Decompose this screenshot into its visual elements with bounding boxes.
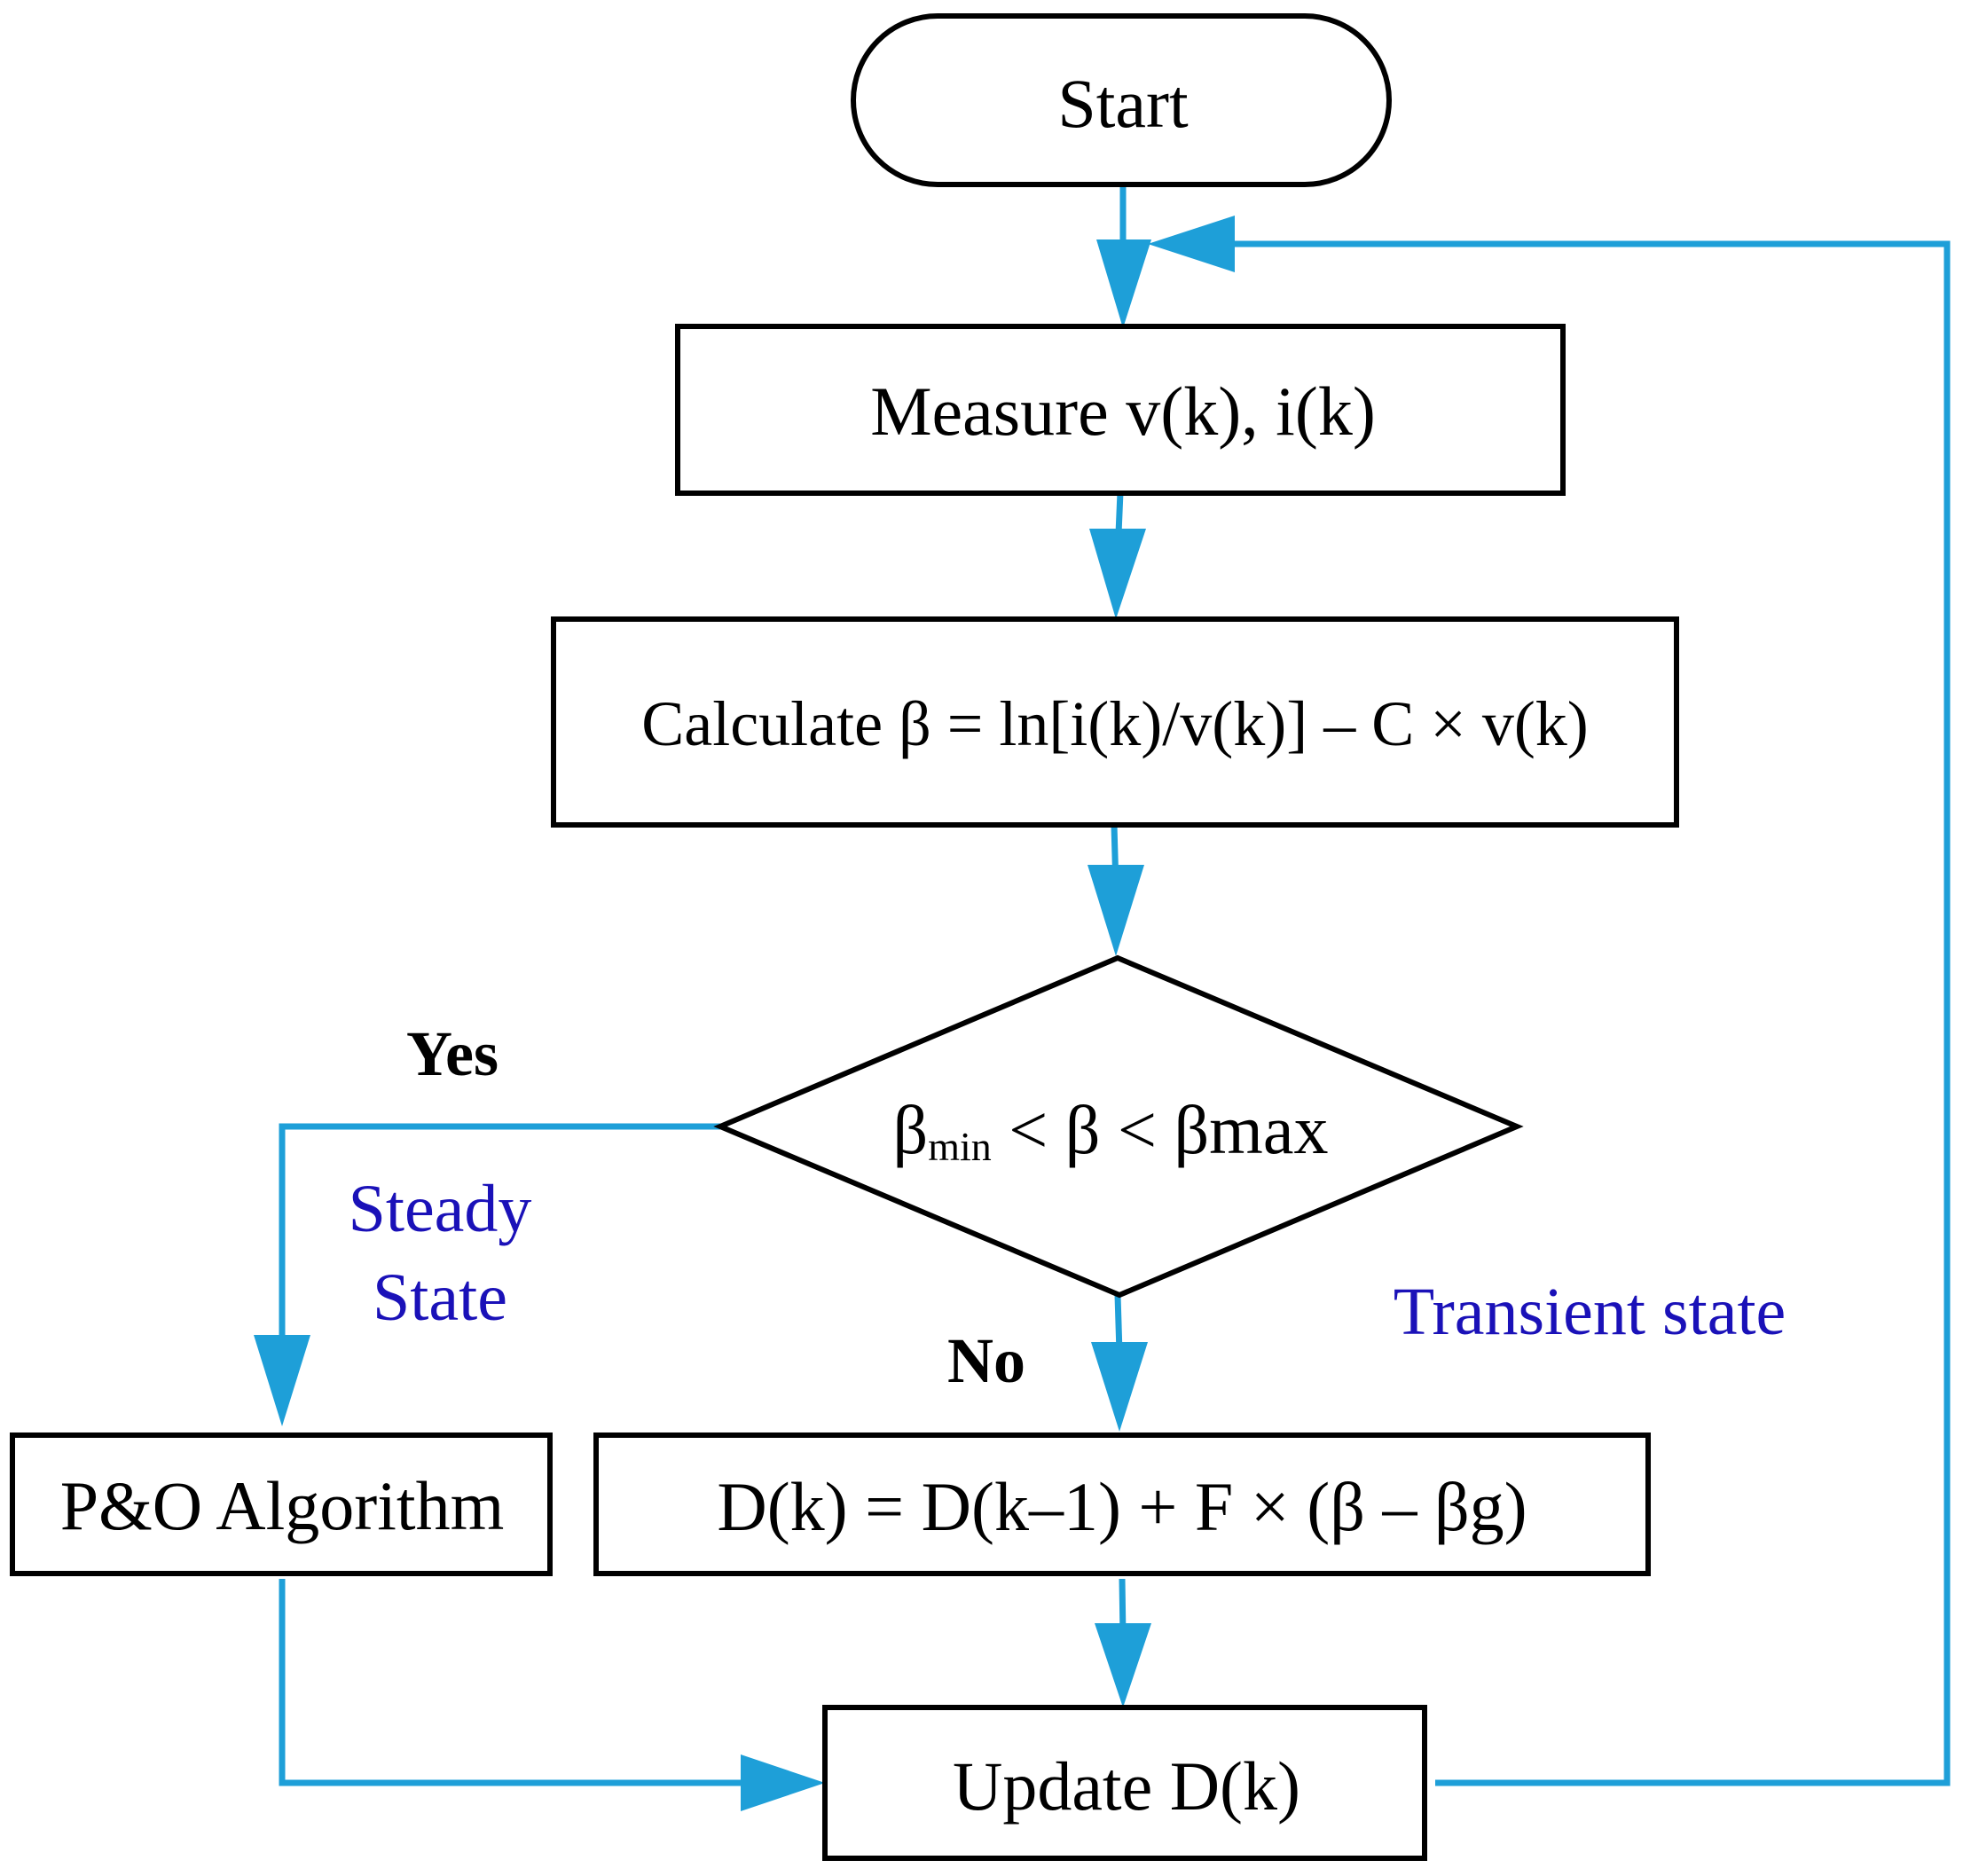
po-label: P&O Algorithm [60,1467,505,1544]
node-measure: Measure v(k), i(k) [675,324,1566,496]
node-calculate: Calculate β = ln[i(k)/v(k)] – C × v(k) [551,616,1679,828]
arrowhead-to-po [254,1335,310,1426]
duty-box [593,1433,1651,1576]
measure-label: Measure v(k), i(k) [870,373,1376,450]
decision-min-subscript: min [928,1124,992,1169]
node-po: P&O Algorithm [10,1433,553,1576]
measure-box [675,324,1566,496]
duty-label: D(k) = D(k–1) + F × (β – βg) [717,1468,1527,1545]
decision-diamond [713,954,1524,1299]
no-label: No [947,1325,1025,1396]
start-terminator [851,13,1392,187]
yes-label: Yes [406,1018,499,1089]
arrowheads [254,216,1235,1811]
decision-beta: β [893,1091,929,1168]
arrowhead-to-decision [1088,865,1144,956]
arrowhead-to-measure [1096,239,1151,328]
arrowhead-po-to-update [741,1754,825,1811]
calculate-label: Calculate β = ln[i(k)/v(k)] – C × v(k) [641,688,1589,759]
update-box [822,1705,1427,1861]
decision-condition: βmin < β < βmax [893,1091,1329,1169]
decision-rest: < β < βmax [992,1091,1329,1168]
po-box [10,1433,553,1576]
arrowhead-to-calculate [1089,529,1146,619]
transient-state-label: Transient state [1394,1275,1786,1349]
calculate-box [551,616,1679,828]
connector-po-to-update [279,1579,745,1786]
arrowhead-loop-to-main [1148,216,1235,272]
node-start: Start [851,13,1392,187]
steady-state-label-line1: Steady [349,1172,532,1246]
update-label: Update D(k) [953,1747,1300,1825]
steady-state-label-line2: State [373,1260,507,1335]
connectors [279,184,1951,1786]
node-decision: βmin < β < βmax [713,954,1524,1299]
connector-update-loop-back [1224,240,1951,1786]
arrowhead-to-duty [1091,1342,1148,1432]
start-label: Start [1057,65,1189,142]
node-duty: D(k) = D(k–1) + F × (β – βg) [593,1433,1651,1576]
connector-decision-to-po [279,1123,720,1339]
node-update: Update D(k) [822,1705,1427,1861]
arrowhead-to-update [1095,1623,1151,1707]
